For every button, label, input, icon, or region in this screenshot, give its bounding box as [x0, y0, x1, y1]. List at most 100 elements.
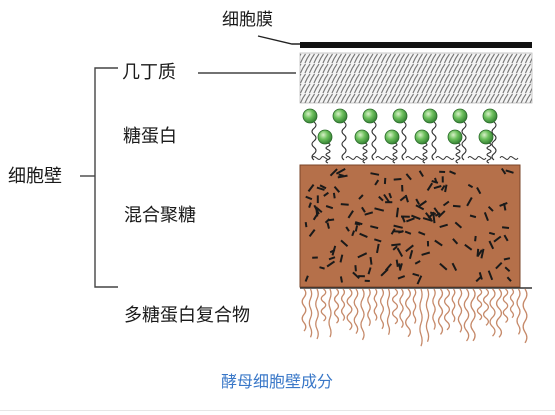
- fringe-strand: [386, 288, 391, 335]
- glucan-fiber: [332, 192, 336, 199]
- glucan-fiber: [431, 180, 439, 184]
- chitin-fiber: [475, 63, 482, 74]
- glucan-fiber: [345, 226, 350, 232]
- chitin-fiber: [394, 63, 401, 74]
- chitin-fiber: [484, 83, 491, 94]
- chitin-fiber: [335, 83, 342, 94]
- mannoprotein-ball: [354, 129, 370, 145]
- glucan-fiber: [304, 275, 309, 282]
- chitin-fiber: [353, 93, 360, 103]
- cell-wall-bracket: [80, 67, 118, 288]
- chitin-fiber: [304, 53, 311, 64]
- chitin-fiber: [394, 83, 401, 94]
- fringe-strand: [328, 288, 332, 338]
- glucan-fiber: [422, 217, 433, 222]
- protein-strand: [325, 142, 331, 164]
- chitin-fiber: [524, 93, 531, 103]
- chitin-fiber: [380, 73, 387, 84]
- glucan-fiber: [351, 230, 356, 237]
- chitin-fiber: [300, 63, 302, 67]
- chitin-fiber: [389, 93, 396, 103]
- fringe-strand: [476, 288, 483, 321]
- chitin-fiber: [326, 73, 333, 84]
- chitin-fiber: [412, 53, 419, 64]
- fringe-strand: [379, 288, 385, 330]
- glucan-fiber: [469, 214, 477, 219]
- glucan-fiber: [313, 204, 320, 215]
- chitin-fiber: [403, 53, 410, 64]
- chitin-fiber: [322, 93, 329, 103]
- glucan-fiber: [449, 170, 456, 175]
- fringe-strand: [502, 288, 509, 324]
- glucan-fiber: [325, 205, 334, 210]
- chitin-fiber: [502, 53, 509, 64]
- chitin-fiber: [371, 53, 378, 64]
- chitin-fiber: [457, 83, 464, 94]
- chitin-fiber: [317, 73, 324, 84]
- bottom-divider: [0, 410, 555, 411]
- chitin-fiber: [362, 73, 369, 84]
- chitin-fiber: [493, 73, 500, 84]
- fringe-strand: [373, 288, 378, 321]
- glucan-fiber: [304, 221, 308, 228]
- glucan-fiber: [319, 184, 327, 190]
- chitin-fiber: [497, 83, 504, 94]
- chitin-fiber: [313, 93, 320, 103]
- fringe-strand: [489, 288, 496, 337]
- chitin-fiber: [515, 53, 522, 64]
- chitin-fiber: [367, 83, 374, 94]
- fringe-strand: [470, 288, 476, 342]
- chitin-fiber: [466, 83, 473, 94]
- chitin-fiber: [535, 64, 540, 73]
- glucan-fiber: [476, 187, 482, 195]
- fringe-strand: [451, 288, 456, 323]
- fringe-strand: [443, 288, 451, 331]
- chitin-fiber: [317, 63, 324, 74]
- chitin-fiber: [353, 83, 360, 94]
- protein-strand: [362, 142, 368, 164]
- fringe-strand: [495, 288, 503, 338]
- glucan-fiber: [333, 185, 341, 193]
- glucan-fiber: [338, 173, 344, 177]
- chitin-fiber: [430, 73, 437, 84]
- chitin-fiber: [452, 73, 459, 84]
- glucan-fiber: [370, 225, 379, 230]
- chitin-fiber: [385, 63, 392, 74]
- glucan-fiber: [390, 228, 396, 235]
- chitin-fiber: [308, 83, 315, 94]
- glucan-fiber: [340, 239, 349, 247]
- fringe-strand: [516, 288, 521, 335]
- fringe-strand: [399, 288, 404, 329]
- chitin-fiber: [308, 93, 315, 103]
- chitin-fiber: [493, 93, 500, 103]
- glucan-fiber: [376, 243, 380, 254]
- chitin-fiber: [497, 93, 504, 103]
- chitin-fiber: [367, 63, 374, 74]
- glucan-fiber: [398, 263, 402, 269]
- chitin-fiber: [452, 63, 459, 74]
- protein-strand: [405, 156, 425, 160]
- fringe-strand: [360, 288, 365, 341]
- glucan-fiber: [399, 195, 406, 202]
- chitin-fiber: [425, 73, 432, 84]
- chitin-fiber: [470, 63, 477, 74]
- chitin-fiber: [511, 73, 518, 84]
- glucan-fiber: [478, 272, 483, 280]
- chitin-fiber: [398, 73, 405, 84]
- chitin-fiber: [412, 73, 419, 84]
- chitin-fiber: [443, 93, 450, 103]
- chitin-fiber: [488, 63, 495, 74]
- chitin-fiber: [448, 53, 455, 64]
- glucan-fiber: [354, 225, 359, 232]
- glucan-fiber: [452, 204, 461, 208]
- chitin-fiber: [385, 73, 392, 84]
- chitin-layer: [299, 52, 540, 104]
- glucan-fiber: [364, 211, 374, 216]
- chitin-fiber: [479, 93, 486, 103]
- glucan-fiber: [475, 276, 482, 283]
- chitin-fiber: [389, 53, 396, 64]
- chitin-fiber: [452, 53, 459, 64]
- chitin-fiber: [317, 83, 324, 94]
- chitin-fiber: [524, 63, 531, 74]
- glycoprotein-complex-label: 多糖蛋白复合物: [124, 305, 250, 326]
